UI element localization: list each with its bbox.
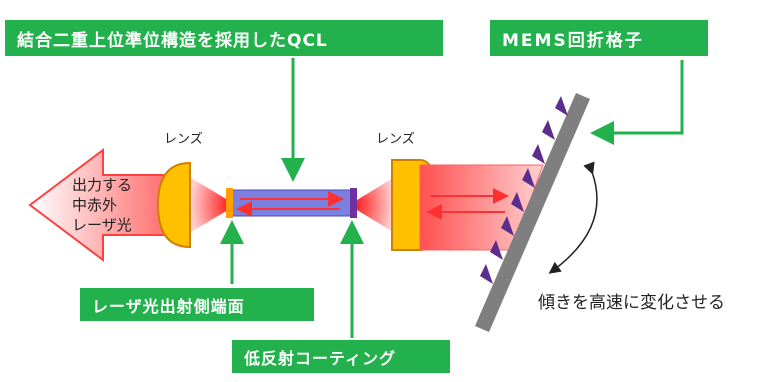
beam-cone-right (357, 178, 393, 232)
left-lens-label: レンズ (164, 132, 203, 147)
output-label-line3: レーザ光 (72, 216, 132, 234)
output-facet (226, 188, 233, 218)
output-label-line1: 出力する (72, 176, 133, 194)
right-lens-label: レンズ (376, 132, 415, 147)
facet-callout: レーザ光出射側端面 (80, 288, 314, 321)
coated-facet (350, 188, 357, 218)
mems-callout: MEMS回折格子 (490, 20, 708, 56)
output-label-line2: 中赤外 (72, 196, 118, 214)
mems-grating (475, 93, 590, 332)
qcl-callout: 結合二重上位準位構造を採用したQCL (5, 20, 443, 56)
left-lens (156, 161, 191, 249)
rotation-arrow (548, 161, 598, 274)
qcl-laser-body (231, 189, 353, 217)
coating-callout-text: 低反射コーティング (244, 348, 397, 368)
mems-callout-text: MEMS回折格子 (502, 30, 644, 51)
pointer-mems (590, 60, 684, 145)
output-light-label: 出力する 中赤外 レーザ光 (72, 175, 132, 235)
facet-callout-text: レーザ光出射側端面 (92, 296, 245, 316)
qcl-callout-text: 結合二重上位準位構造を採用したQCL (17, 30, 328, 51)
beam-cone-left (191, 178, 228, 232)
tilt-label: 傾きを高速に変化させる (538, 293, 725, 313)
coating-callout: 低反射コーティング (232, 340, 450, 373)
